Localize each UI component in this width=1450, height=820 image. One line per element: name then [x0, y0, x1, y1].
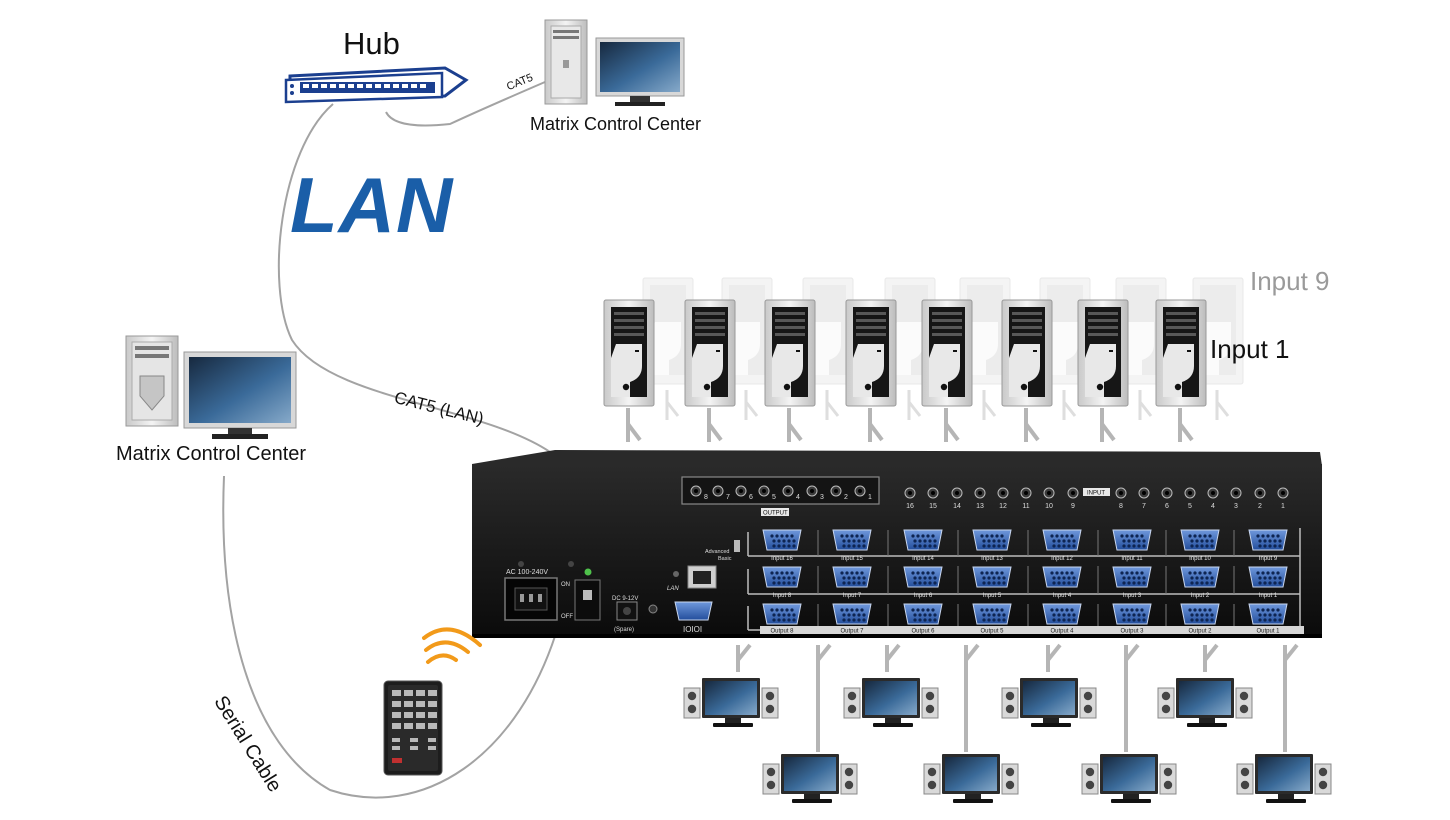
vga-output-label: Output 7 [840, 629, 864, 635]
mode-switch[interactable] [734, 540, 740, 552]
vga-input-label: Input 1 [1259, 593, 1278, 599]
vga-input-label: Input 14 [912, 556, 934, 562]
vga-input-label: Input 4 [1053, 593, 1072, 599]
audio-out-num: 7 [726, 494, 730, 501]
audio-in-num: 5 [1188, 503, 1192, 510]
vga-input-label: Input 9 [1259, 556, 1278, 562]
audio-in-num: 8 [1119, 503, 1123, 510]
ir-signal-icon [422, 627, 482, 664]
mode-advanced-label: Advanced [705, 549, 729, 555]
vga-output-label: Output 8 [770, 629, 794, 635]
matrix-control-center-top-pc [544, 19, 685, 106]
lan-port-label: LAN [667, 586, 679, 592]
kvm-matrix-switch: AC 100-240V ON OFF DC 9-12V (Spare) LAN … [472, 450, 1322, 638]
matrix-control-center-left-label: Matrix Control Center [116, 443, 307, 465]
serial-cable [222, 475, 561, 799]
rs232-port[interactable] [674, 601, 713, 621]
cat5-cable [385, 81, 546, 127]
input-cables-rear [665, 390, 1230, 420]
output-cables [736, 643, 1299, 752]
ac-voltage-label: AC 100-240V [506, 569, 548, 576]
hub-label: Hub [343, 26, 400, 61]
audio-out-num: 5 [772, 494, 776, 501]
audio-in-num: 14 [953, 503, 961, 510]
dc-label: DC 9-12V [612, 596, 638, 602]
vga-output-label: Output 1 [1256, 629, 1280, 635]
input-cables [626, 408, 1194, 442]
audio-in-num: 1 [1281, 503, 1285, 510]
ir-remote-icon [383, 680, 443, 776]
vga-input-label: Input 15 [841, 556, 863, 562]
power-off-label: OFF [561, 614, 573, 620]
rs232-label: IOIOI [683, 625, 702, 634]
audio-in-num: 2 [1258, 503, 1262, 510]
audio-out-num: 2 [844, 494, 848, 501]
vga-input-label: Input 5 [983, 593, 1002, 599]
vga-output-label: Output 5 [980, 629, 1004, 635]
audio-output-label: OUTPUT [763, 511, 788, 517]
vga-output-label: Output 2 [1188, 629, 1212, 635]
vga-input-label: Input 12 [1051, 556, 1073, 562]
audio-in-num: 11 [1022, 503, 1029, 510]
vga-input-label: Input 6 [914, 593, 933, 599]
audio-in-num: 7 [1142, 503, 1146, 510]
vga-output-label: Output 3 [1120, 629, 1144, 635]
spare-label: (Spare) [614, 627, 634, 633]
audio-in-num: 3 [1234, 503, 1238, 510]
audio-out-num: 4 [796, 494, 800, 501]
vga-output-label: Output 4 [1050, 629, 1074, 635]
audio-in-num: 4 [1211, 503, 1215, 510]
audio-in-num: 16 [906, 503, 914, 510]
audio-in-num: 13 [976, 503, 984, 510]
audio-in-num: 6 [1165, 503, 1169, 510]
mode-basic-label: Basic [718, 556, 732, 562]
vga-input-label: Input 16 [771, 556, 793, 562]
vga-input-label: Input 11 [1121, 556, 1143, 562]
audio-in-num: 12 [999, 503, 1007, 510]
vga-input-label: Input 7 [843, 593, 862, 599]
audio-in-num: 10 [1045, 503, 1053, 510]
audio-in-num: 15 [929, 503, 937, 510]
matrix-control-center-top-label: Matrix Control Center [530, 114, 702, 134]
audio-in-num: 9 [1071, 503, 1075, 510]
power-led-icon [584, 568, 592, 576]
input-9-label: Input 9 [1250, 266, 1330, 296]
power-on-label: ON [561, 582, 570, 588]
audio-out-num: 1 [868, 494, 872, 501]
input-1-label: Input 1 [1210, 334, 1290, 364]
audio-out-num: 8 [704, 494, 708, 501]
matrix-control-center-left-pc [125, 335, 297, 439]
hub-icon [284, 66, 469, 104]
vga-input-label: Input 8 [773, 593, 792, 599]
vga-input-label: Input 3 [1123, 593, 1142, 599]
lan-label: LAN [290, 161, 454, 249]
output-monitors [683, 677, 1332, 804]
lan-cable [277, 103, 551, 453]
vga-input-label: Input 13 [981, 556, 1003, 562]
audio-out-num: 6 [749, 494, 753, 501]
vga-input-label: Input 2 [1191, 593, 1210, 599]
vga-output-label: Output 6 [911, 629, 935, 635]
audio-input-label: INPUT [1087, 491, 1105, 497]
audio-out-num: 3 [820, 494, 824, 501]
vga-input-label: Input 10 [1189, 556, 1211, 562]
